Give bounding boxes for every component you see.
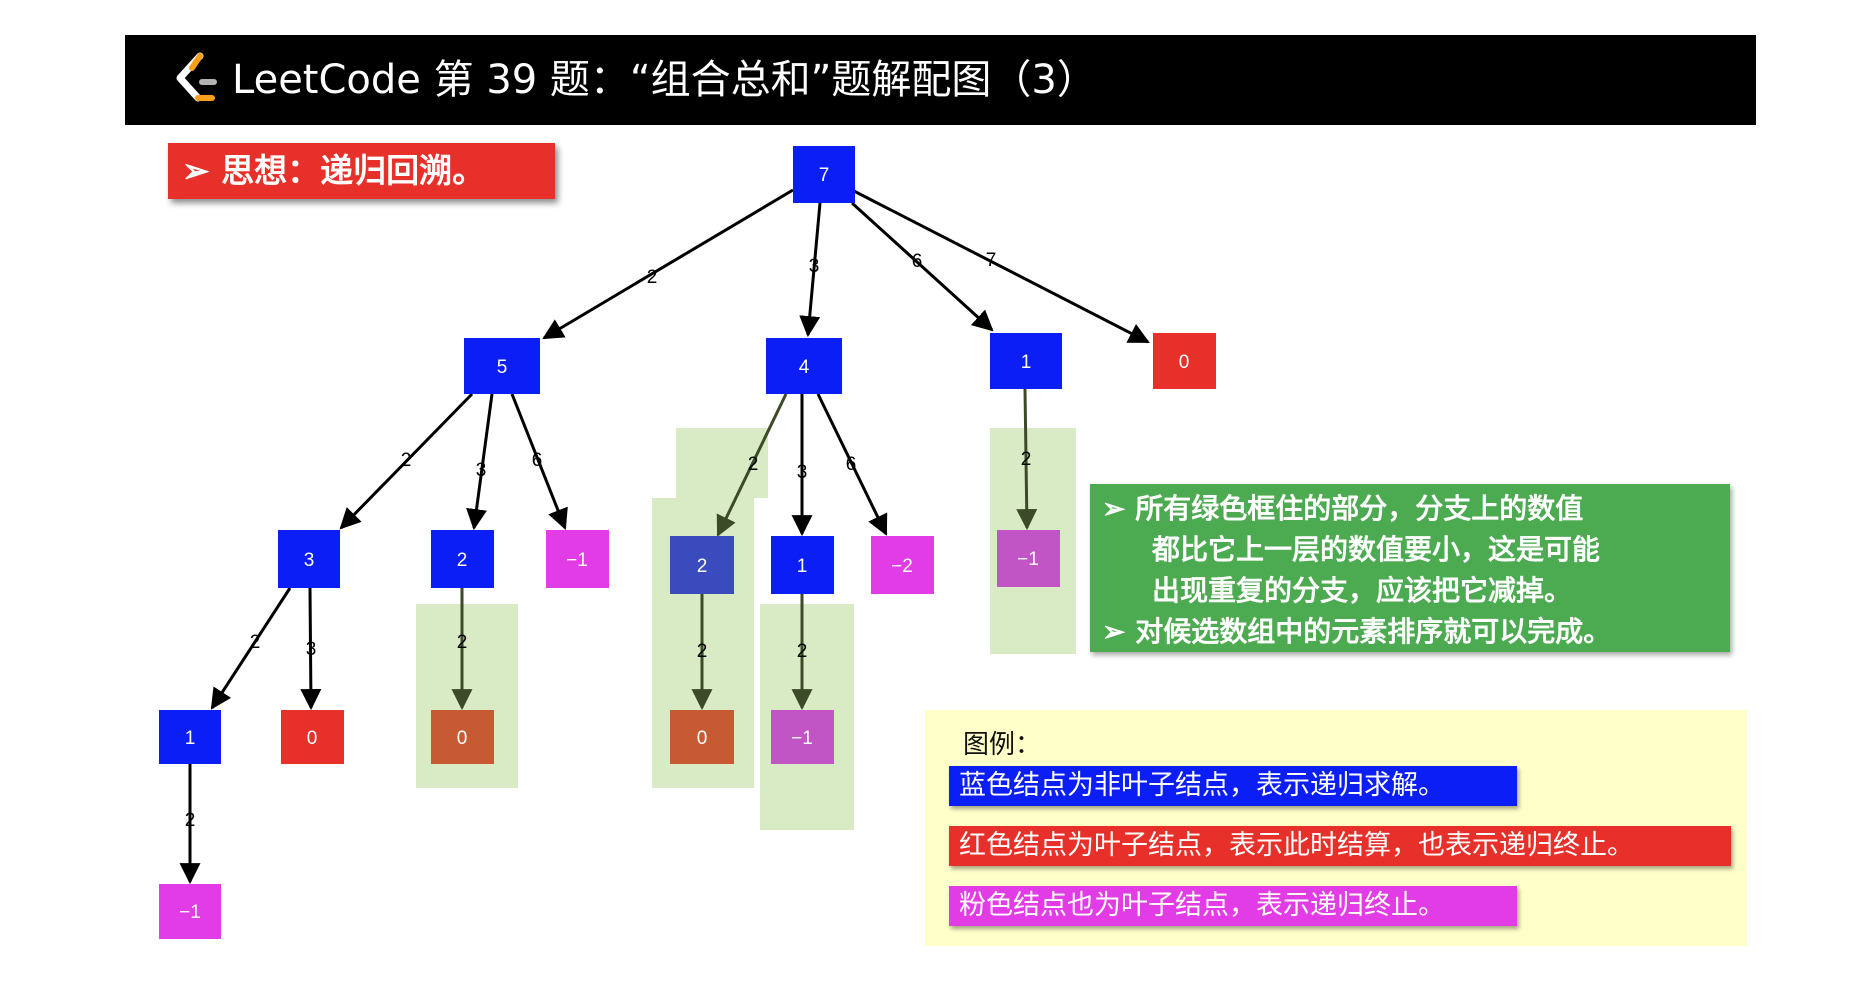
tree-node: −1 [771, 710, 834, 764]
edge-label: 2 [1021, 449, 1032, 470]
edge-label: 6 [912, 251, 923, 272]
idea-callout: ➢ 思想：递归回溯。 [168, 143, 555, 199]
node-label: 4 [799, 357, 810, 378]
edge-label: 3 [809, 256, 820, 277]
edge [210, 587, 292, 710]
node-label: −1 [179, 902, 201, 923]
tree-node: 7 [793, 146, 855, 203]
edge-label: 7 [986, 250, 997, 271]
tree-node: 0 [431, 710, 494, 764]
node-label: −1 [1017, 549, 1039, 570]
legend: 图例： 蓝色结点为非叶子结点，表示递归求解。 红色结点为叶子结点，表示此时结算，… [925, 710, 1747, 946]
legend-item-blue: 蓝色结点为非叶子结点，表示递归求解。 [949, 766, 1517, 806]
edge [851, 188, 1150, 344]
tree-node: 5 [464, 338, 540, 394]
node-label: 1 [797, 556, 808, 577]
tree-node: 0 [670, 710, 734, 764]
note-line: ➢ 对候选数组中的元素排序就可以完成。 [1102, 615, 1612, 648]
edge-label: 3 [797, 462, 808, 483]
node-label: 2 [457, 550, 468, 571]
edge-label: 2 [401, 450, 412, 471]
edge-label: 3 [306, 639, 317, 660]
node-label: 3 [304, 550, 315, 571]
tree-node: 2 [670, 536, 734, 594]
edge [300, 587, 322, 711]
note-line: 都比它上一层的数值要小，这是可能 [1152, 533, 1601, 566]
node-label: 0 [697, 728, 708, 749]
tree-node: −1 [159, 884, 221, 939]
edge-label: 3 [476, 460, 487, 481]
title-bar [125, 35, 1756, 125]
legend-item-red: 红色结点为叶子结点，表示此时结算，也表示递归终止。 [949, 826, 1731, 866]
node-label: 2 [697, 556, 708, 577]
tree-node: −2 [871, 536, 934, 594]
node-label: −1 [566, 550, 588, 571]
tree-node: 2 [431, 530, 494, 588]
tree-node: 1 [990, 333, 1062, 389]
tree-edges [179, 188, 1150, 885]
tree-node: −1 [997, 530, 1060, 587]
edge [510, 393, 568, 530]
edge [1016, 388, 1038, 531]
legend-item-pink: 粉色结点也为叶子结点，表示递归终止。 [949, 886, 1517, 926]
node-label: 1 [185, 728, 196, 749]
legend-title: 图例： [963, 730, 1042, 760]
tree-node: 0 [1153, 333, 1216, 389]
leetcode-logo-icon [176, 52, 217, 102]
node-label: 0 [307, 728, 318, 749]
node-label: 7 [819, 165, 830, 186]
edge-label: 2 [250, 632, 261, 653]
note-callout: ➢ 所有绿色框住的部分，分支上的数值 都比它上一层的数值要小，这是可能 出现重复… [1090, 484, 1730, 652]
edge-label: 2 [185, 810, 196, 831]
edge-labels: 2 3 6 7 2 3 6 2 3 6 2 2 3 2 2 2 2 [185, 250, 1032, 831]
edge [542, 188, 794, 340]
note-line: 出现重复的分支，应该把它减掉。 [1152, 574, 1573, 607]
edge [850, 201, 994, 332]
tree-nodes: 7 5 4 1 0 3 2 −1 2 1 −2 −1 1 0 0 0 −1 −1 [159, 146, 1216, 939]
edge [816, 393, 888, 536]
edge [716, 393, 788, 537]
edge-label: 2 [797, 641, 808, 662]
node-label: −1 [791, 728, 813, 749]
node-label: −2 [891, 556, 913, 577]
edge-label: 2 [457, 632, 468, 653]
edge [339, 392, 474, 530]
tree-node: 1 [771, 536, 834, 594]
edge-label: 6 [532, 450, 543, 471]
edge-label: 2 [647, 267, 658, 288]
tree-node: 4 [766, 338, 842, 394]
note-line: ➢ 所有绿色框住的部分，分支上的数值 [1102, 492, 1584, 525]
tree-node: 0 [281, 710, 344, 764]
tree-node: 3 [278, 530, 340, 588]
tree-node: 1 [159, 710, 221, 764]
edge [799, 202, 822, 338]
edge-label: 2 [697, 641, 708, 662]
node-label: 5 [497, 357, 508, 378]
node-label: 0 [1179, 352, 1190, 373]
page-title: LeetCode 第 39 题：“组合总和”题解配图（3） [232, 57, 1097, 103]
edge [466, 393, 494, 531]
tree-node: −1 [546, 530, 609, 588]
node-label: 1 [1021, 352, 1032, 373]
edge-label: 2 [748, 454, 759, 475]
node-label: 0 [457, 728, 468, 749]
edge-label: 6 [846, 454, 857, 475]
